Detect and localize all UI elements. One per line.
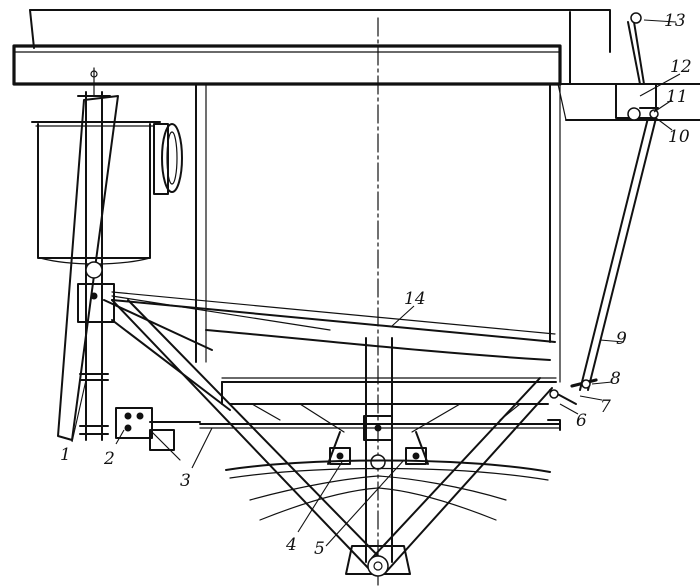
center-post [345,337,411,577]
callout-2: 2 [103,449,115,469]
callout-13: 13 [664,11,686,31]
callout-1: 1 [60,445,71,465]
callout-11: 11 [666,87,688,107]
callout-6: 6 [576,411,587,431]
callout-3: 3 [180,471,191,491]
callout-14: 14 [404,289,426,309]
tank [31,121,183,265]
diagonal-struts [103,295,553,573]
hub-brackets [299,403,461,465]
hopper-body [111,83,561,421]
callout-5: 5 [314,539,325,559]
callout-labels: 1 2 3 4 5 6 7 8 9 10 11 12 13 14 [60,11,692,559]
vertical-post [57,67,119,441]
callout-12: 12 [670,57,692,77]
callout-4: 4 [285,535,297,555]
callout-8: 8 [610,369,621,389]
hull-curve [225,459,551,521]
callout-10: 10 [668,127,690,147]
callout-9: 9 [616,329,627,349]
leader-lines [71,19,681,547]
callout-7: 7 [600,397,611,417]
right-linkage [547,12,659,431]
clamp-block [115,407,201,461]
